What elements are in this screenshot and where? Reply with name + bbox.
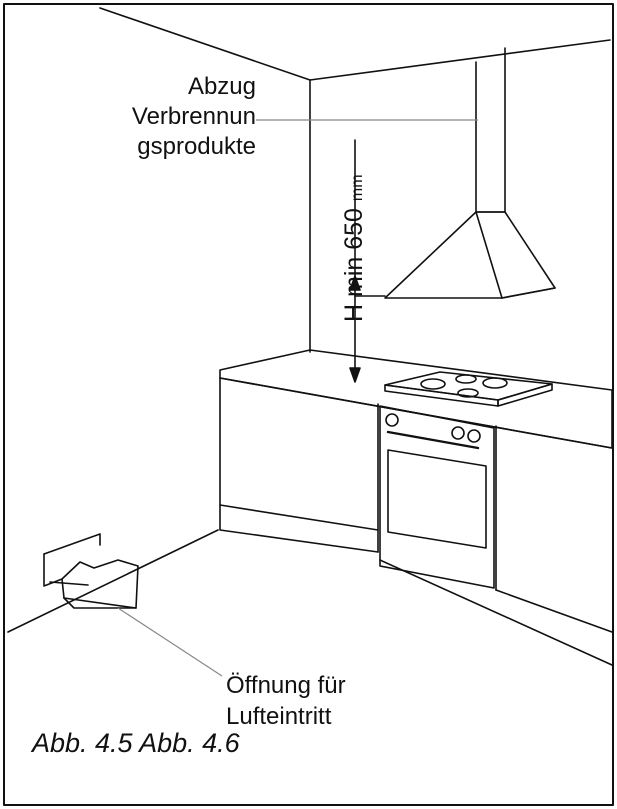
- air-inlet-label-line-1: Öffnung für: [226, 672, 346, 699]
- exhaust-label-line-3: gsprodukte: [137, 133, 256, 160]
- figure-frame: [3, 3, 614, 806]
- air-inlet-label-line-2: Lufteintritt: [226, 703, 332, 730]
- air-inlet-label: Öffnung für Lufteintritt: [226, 670, 346, 732]
- exhaust-label: Abzug Verbrennun gsprodukte: [96, 72, 256, 162]
- air-inlet-leader-line: [117, 607, 223, 677]
- countertop: [219, 349, 613, 449]
- exhaust-label-line-2: Verbrennun: [131, 103, 256, 130]
- extractor-hood: [384, 47, 556, 299]
- wall-ceiling-right: [309, 39, 611, 81]
- oven: [379, 405, 495, 589]
- wall-ceiling-left: [99, 7, 311, 81]
- exhaust-label-line-1: Abzug: [187, 73, 256, 100]
- height-unit: mm: [349, 174, 366, 202]
- height-label: H min 650 mm: [340, 174, 369, 322]
- floor-wall-left: [7, 529, 219, 633]
- air-inlet-vent: [43, 533, 139, 609]
- height-dimension-arrow: [349, 139, 386, 383]
- height-value: H min 650: [340, 208, 368, 322]
- cabinets: [219, 377, 613, 666]
- figure-caption: Abb. 4.5 Abb. 4.6: [32, 728, 240, 758]
- gas-hob: [384, 371, 553, 407]
